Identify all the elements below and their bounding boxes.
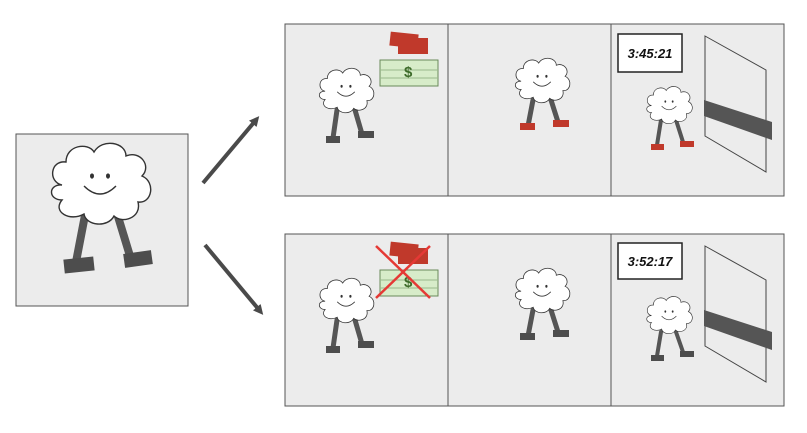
- source-panel: [15, 133, 189, 307]
- arrow-icon-down: [203, 243, 264, 315]
- svg-text:$: $: [404, 274, 413, 291]
- cash-stack-icon: $: [379, 31, 439, 87]
- top-panel-walking: [514, 57, 571, 130]
- red-shoe-icon: [553, 120, 569, 127]
- top-figure-1: [318, 67, 375, 143]
- glass-door-icon: [704, 35, 772, 173]
- bottom-panel-money: $: [318, 241, 439, 353]
- glass-door-icon: [704, 245, 772, 383]
- source-figure: [50, 142, 153, 274]
- cash-stack-icon: $: [379, 241, 439, 297]
- red-x-icon: [375, 245, 431, 299]
- top-panel-money: $: [318, 31, 439, 143]
- bottom-figure-1: [318, 277, 375, 353]
- timer-top: 3:45:21: [628, 46, 673, 61]
- red-shoe-icon: [520, 123, 535, 130]
- top-row: $ 3:45:21: [284, 23, 785, 197]
- bottom-row: $ 3:52:17: [284, 233, 785, 407]
- timer-box-bottom: [617, 242, 683, 280]
- timer-box-top: [617, 33, 683, 73]
- bottom-panel-walking: [514, 267, 571, 340]
- svg-text:$: $: [404, 64, 413, 81]
- bottom-panel-timer: 3:52:17: [617, 242, 772, 383]
- arrow-icon-up: [201, 116, 260, 185]
- timer-bottom: 3:52:17: [628, 254, 674, 269]
- top-panel-timer: 3:45:21: [617, 33, 772, 173]
